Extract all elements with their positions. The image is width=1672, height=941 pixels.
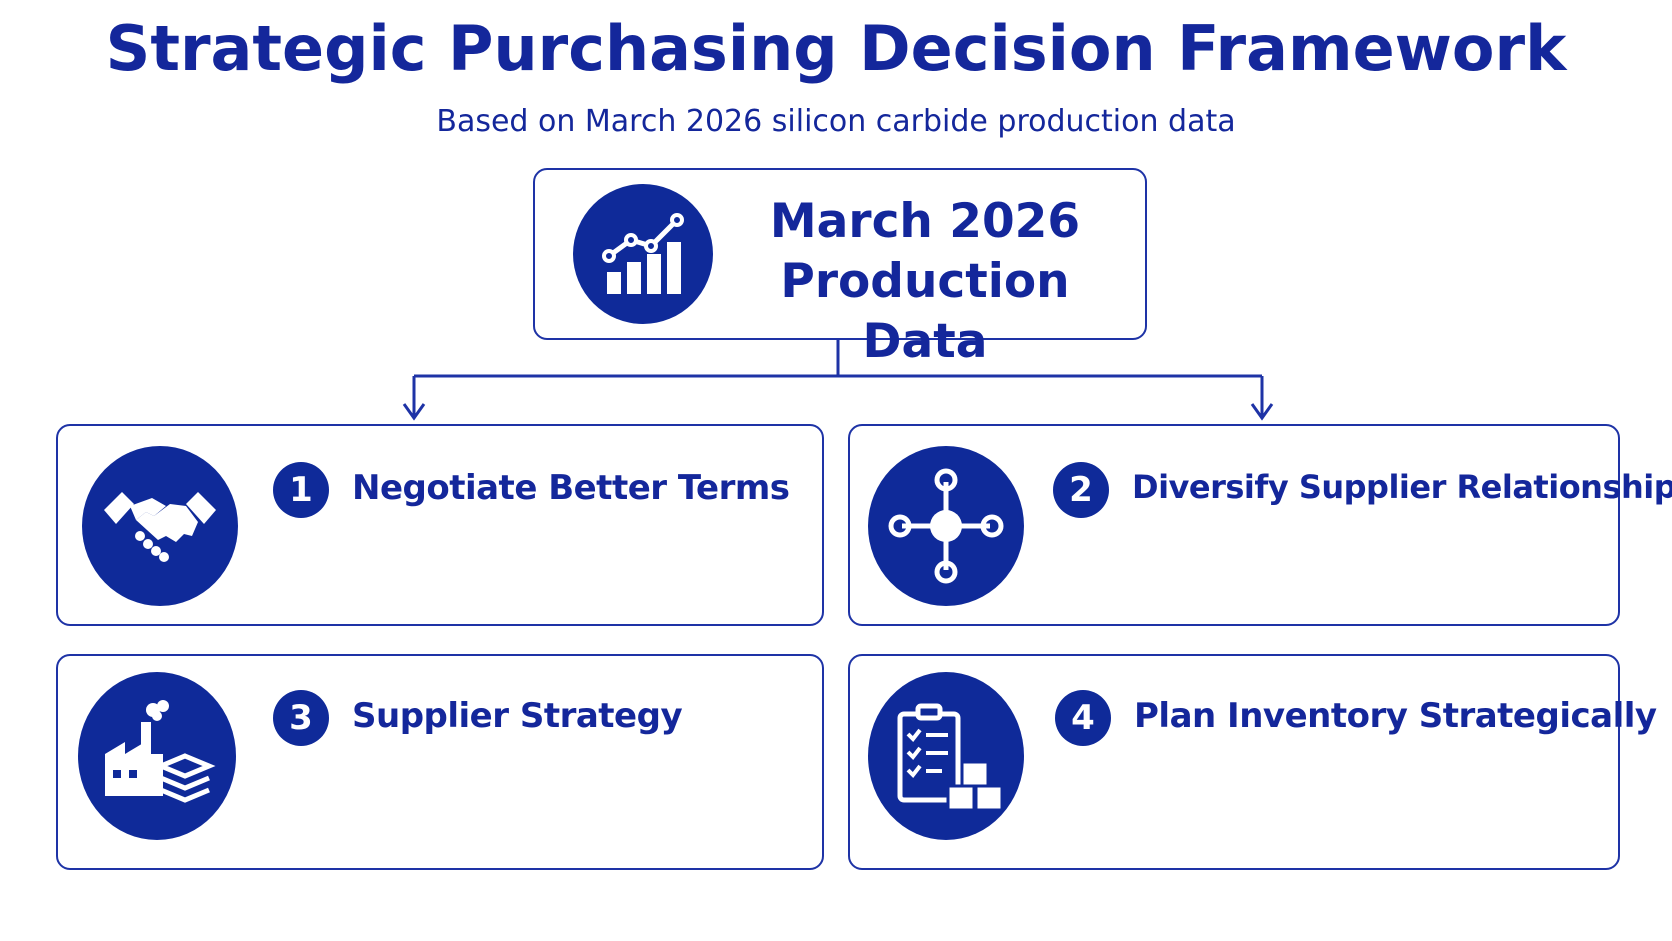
root-title-line1: March 2026 xyxy=(769,194,1081,249)
step-number-badge: 2 xyxy=(1053,462,1109,518)
step-number-badge: 1 xyxy=(273,462,329,518)
step-label: Supplier Strategy xyxy=(352,696,683,736)
step-card-1: 1 Negotiate Better Terms xyxy=(56,424,824,626)
root-box: March 2026 Production Data xyxy=(533,168,1147,369)
page-subtitle: Based on March 2026 silicon carbide prod… xyxy=(436,104,1236,139)
step-label: Diversify Supplier Relationships xyxy=(1132,468,1672,506)
step-card-4: 4 Plan Inventory Strategically xyxy=(848,654,1657,870)
step-card-3: 3 Supplier Strategy xyxy=(56,654,824,870)
root-title-line2: Production Data xyxy=(780,254,1070,369)
handshake-icon xyxy=(82,446,238,606)
page-title: Strategic Purchasing Decision Framework xyxy=(105,12,1567,85)
step-label: Negotiate Better Terms xyxy=(352,468,790,508)
step-card-2: 2 Diversify Supplier Relationships xyxy=(848,424,1672,626)
step-label: Plan Inventory Strategically xyxy=(1134,696,1657,736)
clipboard-inventory-icon xyxy=(868,672,1024,840)
bar-chart-trend-icon xyxy=(573,184,713,324)
step-number-badge: 4 xyxy=(1055,690,1111,746)
root-title: March 2026 Production Data xyxy=(725,192,1125,372)
network-hub-icon xyxy=(868,446,1024,606)
step-number-badge: 3 xyxy=(273,690,329,746)
factory-stack-icon xyxy=(78,672,236,840)
